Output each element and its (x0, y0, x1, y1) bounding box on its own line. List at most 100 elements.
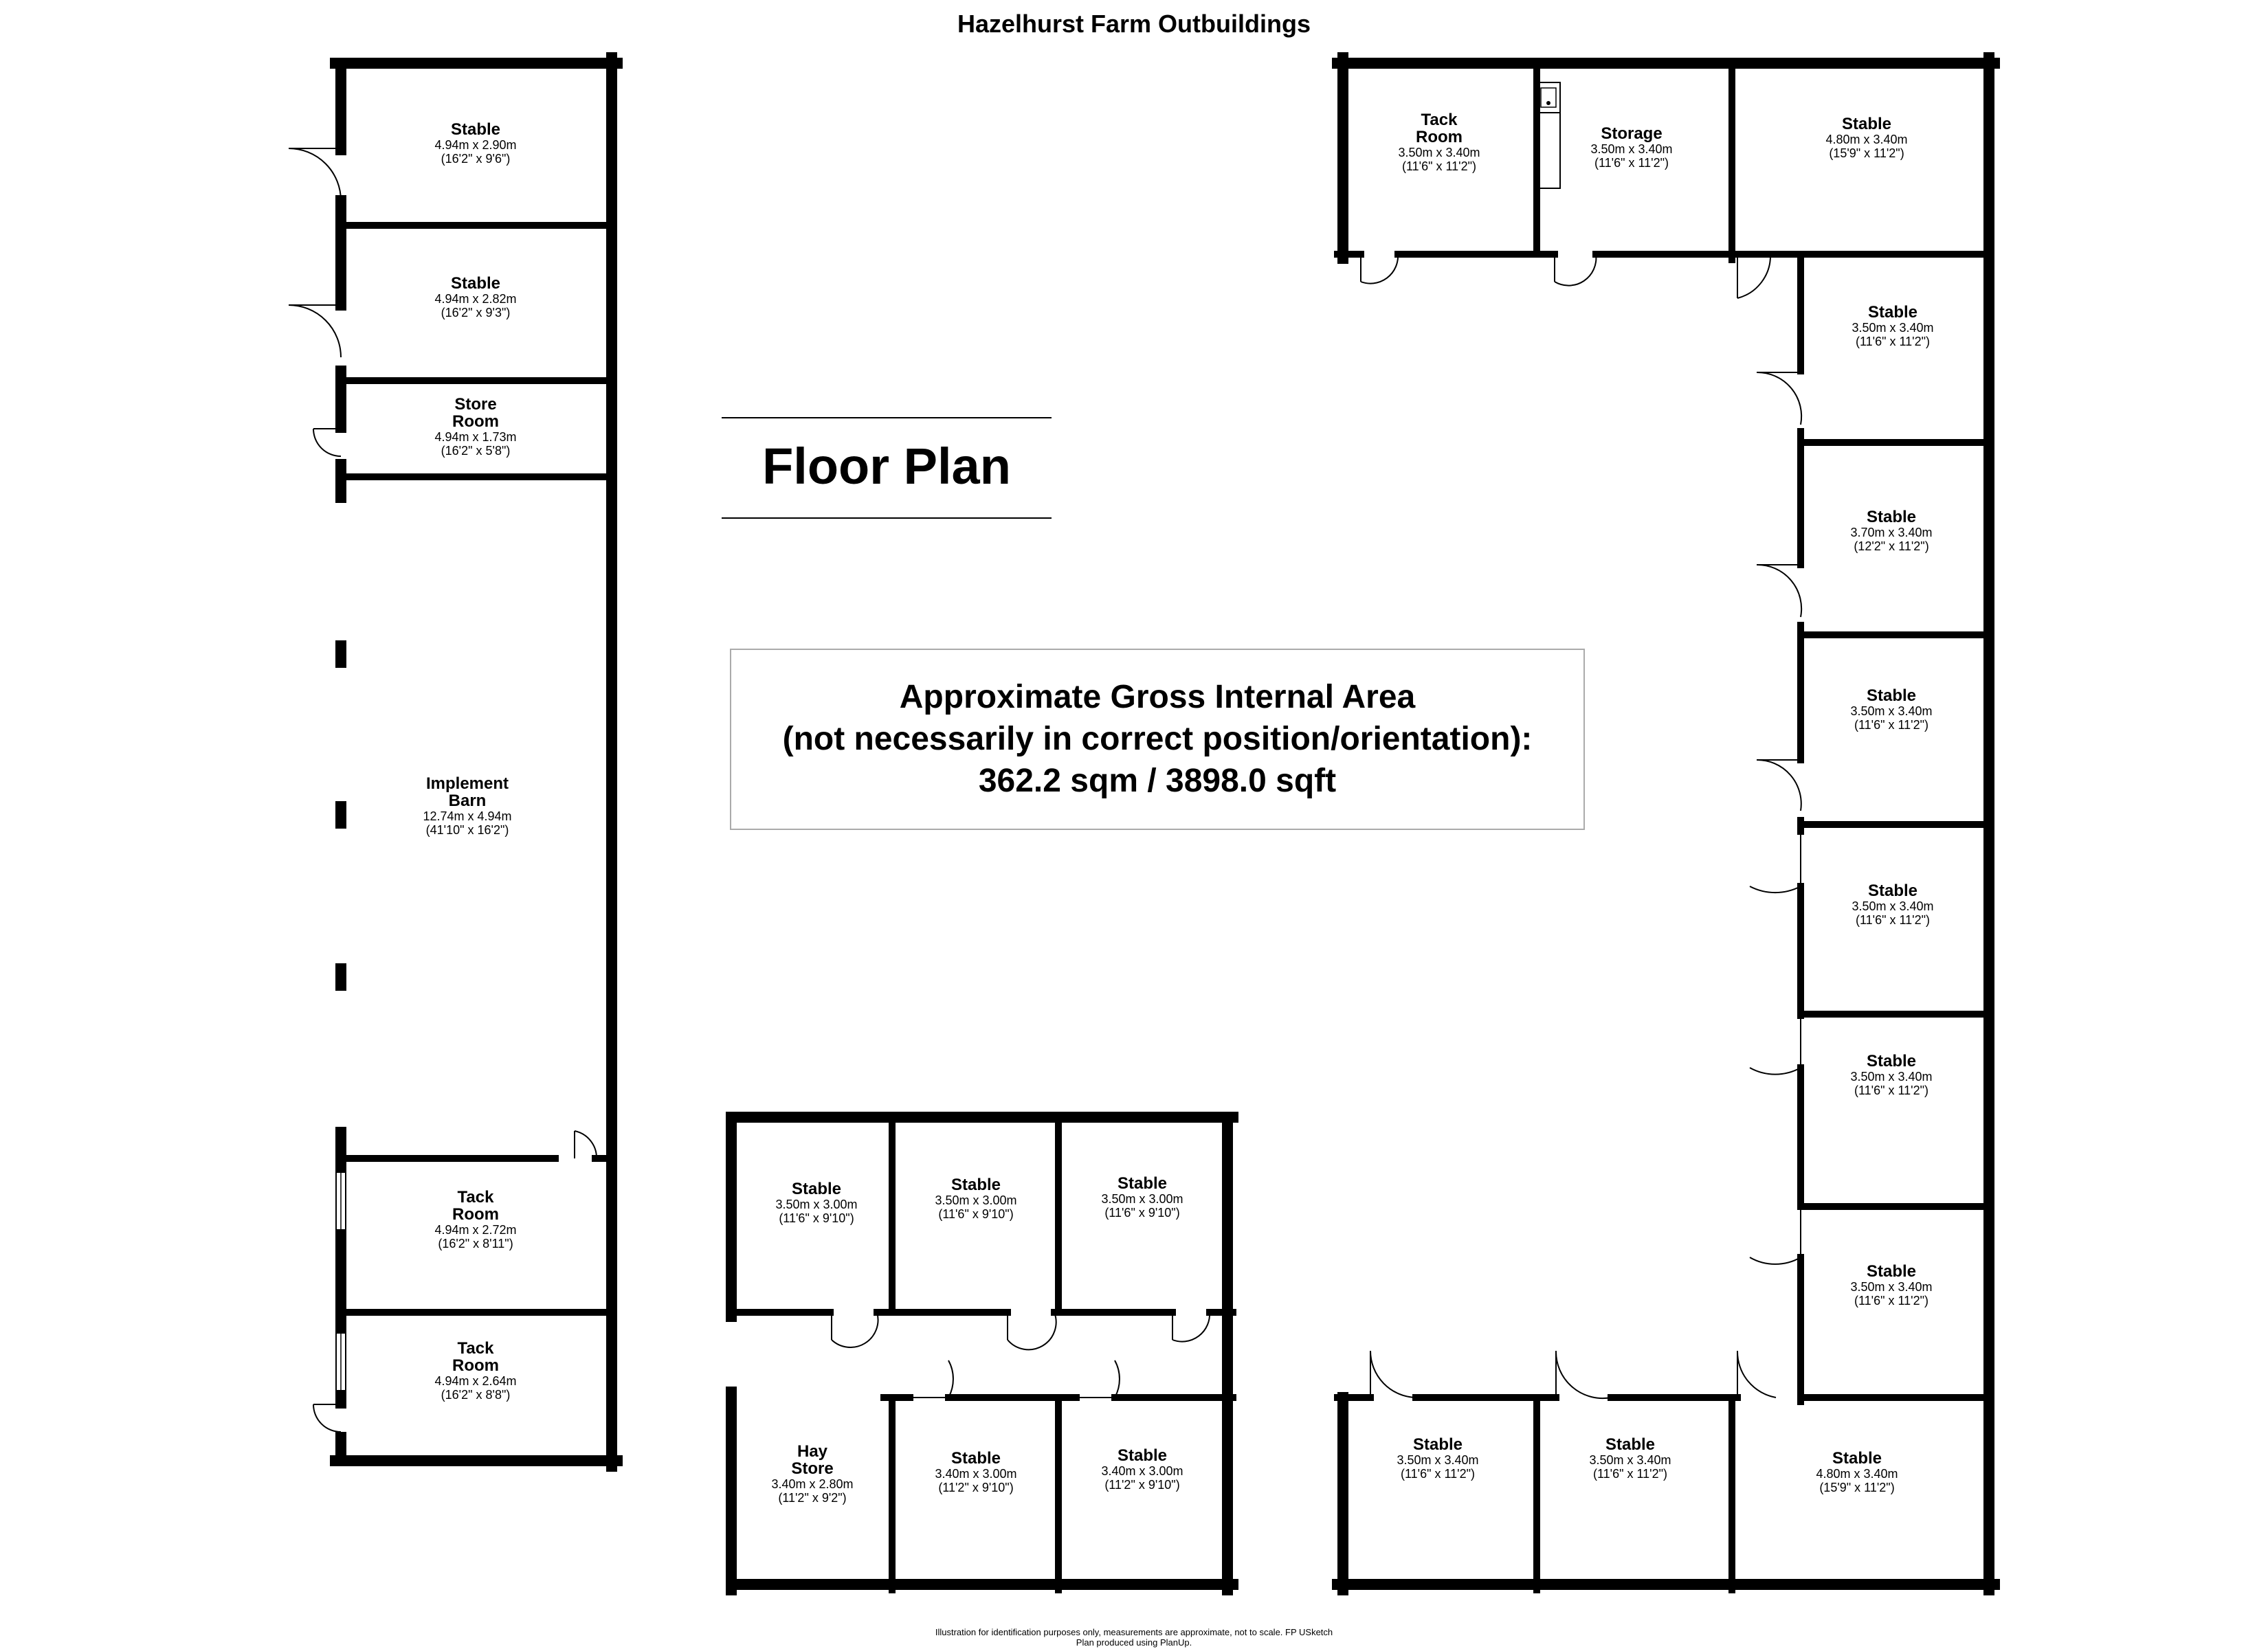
room-size-imperial: (11'6" x 9'10") (779, 1211, 854, 1225)
room-size-metric: 3.50m x 3.40m (1589, 1453, 1671, 1467)
area-heading: Approximate Gross Internal Area (899, 679, 1416, 715)
room-size-imperial: (11'6" x 11'2") (1594, 156, 1669, 170)
room-name: Stable (1832, 1449, 1882, 1468)
room-name: Tack (1421, 111, 1458, 129)
room-name: Stable (450, 120, 501, 139)
room-size-imperial: (11'2" x 9'2") (778, 1491, 847, 1505)
door-swing-arc (1554, 254, 1597, 287)
room-name: Room (452, 1205, 499, 1224)
room-name: Store (454, 395, 497, 414)
room-name: Stable (1412, 1435, 1463, 1454)
door-swing-arc (1007, 1312, 1057, 1351)
room-name: Stable (791, 1180, 842, 1198)
room-size-imperial: (11'2" x 9'10") (938, 1481, 1014, 1494)
room-size-metric: 4.80m x 3.40m (1816, 1467, 1898, 1481)
room-size-metric: 3.50m x 3.40m (1852, 899, 1934, 913)
room-name: Stable (950, 1176, 1001, 1194)
footer-line-1: Illustration for identification purposes… (935, 1627, 1333, 1637)
room-size-imperial: (15'9" x 11'2") (1819, 1481, 1895, 1494)
door-swing-arc (948, 1360, 954, 1398)
room-size-imperial: (16'2" x 9'6") (441, 152, 511, 166)
room-name: Stable (1867, 303, 1918, 322)
floor-plan-rule-bottom (722, 517, 1052, 519)
room-name: Stable (1841, 115, 1892, 133)
room-name: Stable (950, 1449, 1001, 1468)
room-name: Stable (1866, 686, 1917, 705)
room-size-metric: 3.50m x 3.40m (1850, 704, 1933, 718)
room-name: Barn (448, 792, 487, 810)
room-size-metric: 12.74m x 4.94m (423, 809, 512, 823)
door-swing-arc (831, 1312, 879, 1348)
door-swing-arc (1749, 886, 1801, 893)
door-swing-arc (1555, 1350, 1612, 1400)
room-size-metric: 4.94m x 2.64m (434, 1374, 517, 1388)
fixtures (1536, 82, 1561, 189)
room-name: Tack (457, 1339, 494, 1358)
room-size-metric: 3.50m x 3.00m (935, 1193, 1017, 1207)
door-swing-arc (1756, 563, 1803, 618)
room-name: Stable (1117, 1174, 1168, 1193)
room-size-imperial: (11'6" x 11'2") (1592, 1467, 1668, 1481)
room-name: Stable (450, 274, 501, 293)
counter-icon (1536, 112, 1561, 189)
room-name: Store (791, 1459, 834, 1478)
room-size-imperial: (11'6" x 11'2") (1855, 913, 1931, 927)
room-size-metric: 4.94m x 2.82m (434, 292, 517, 306)
footer-line-2: Plan produced using PlanUp. (1076, 1637, 1192, 1648)
windows (335, 1171, 346, 1391)
room-size-metric: 4.94m x 2.72m (434, 1223, 517, 1237)
door-swing-arc (1749, 1257, 1801, 1265)
sink-icon (1536, 82, 1561, 113)
room-size-metric: 3.40m x 3.00m (1101, 1464, 1183, 1478)
door-swing-arc (1737, 254, 1772, 299)
room-size-imperial: (11'6" x 11'2") (1855, 335, 1931, 348)
room-size-metric: 3.50m x 3.40m (1850, 1070, 1933, 1084)
area-summary-box: Approximate Gross Internal Area (not nec… (730, 649, 1585, 830)
room-size-imperial: (12'2" x 11'2") (1854, 539, 1929, 553)
room-size-imperial: (16'2" x 8'11") (438, 1237, 513, 1250)
room-size-metric: 3.50m x 3.40m (1852, 321, 1934, 335)
door-swing-arc (1756, 759, 1802, 811)
room-size-metric: 3.50m x 3.40m (1398, 146, 1480, 159)
room-size-metric: 3.70m x 3.40m (1850, 526, 1933, 539)
area-value: 362.2 sqm / 3898.0 sqft (978, 763, 1337, 799)
room-size-imperial: (11'6" x 9'10") (938, 1207, 1014, 1221)
area-note: (not necessarily in correct position/ori… (782, 721, 1533, 757)
room-size-metric: 4.80m x 3.40m (1825, 133, 1908, 146)
room-size-metric: 3.40m x 2.80m (771, 1477, 854, 1491)
page-title: Hazelhurst Farm Outbuildings (957, 10, 1311, 38)
footer-disclaimer: Illustration for identification purposes… (0, 1627, 2268, 1648)
room-name: Tack (457, 1188, 494, 1207)
room-size-imperial: (11'2" x 9'10") (1104, 1478, 1180, 1492)
room-name: Stable (1866, 1262, 1917, 1281)
room-name: Stable (1866, 508, 1917, 526)
room-size-imperial: (16'2" x 9'3") (441, 306, 511, 319)
room-name: Room (452, 412, 499, 431)
room-size-imperial: (15'9" x 11'2") (1829, 146, 1904, 160)
door-swing-arc (313, 1404, 342, 1433)
door-swing-arc (288, 148, 342, 201)
door-swing-arc (574, 1130, 598, 1159)
doors (288, 148, 1803, 1433)
room-name: Storage (1601, 124, 1663, 143)
room-size-metric: 4.94m x 1.73m (434, 430, 517, 444)
room-size-metric: 3.50m x 3.40m (1590, 142, 1673, 156)
door-swing-arc (1360, 254, 1399, 284)
sink-drain-icon (1546, 101, 1550, 105)
door-swing-arc (288, 304, 342, 358)
